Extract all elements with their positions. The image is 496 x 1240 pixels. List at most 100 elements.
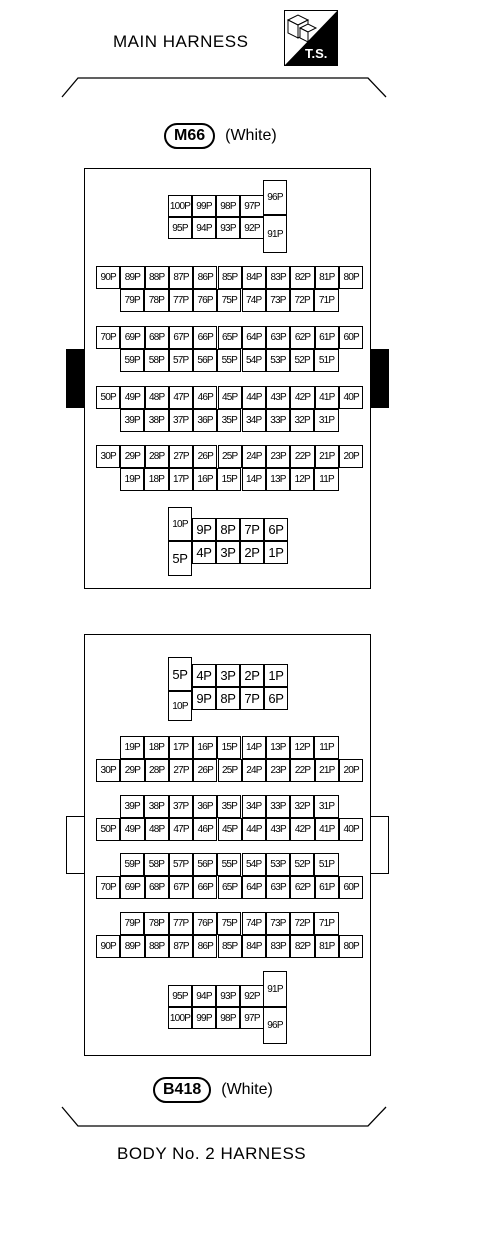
pin-cell-3p: 3P <box>216 541 240 564</box>
pin-cell-92p: 92P <box>240 217 264 239</box>
pin-cell-90p: 90P <box>96 935 121 958</box>
pin-cell-60p: 60P <box>339 326 364 349</box>
pin-cell-15p: 15P <box>217 468 242 491</box>
pin-cell-99p: 99P <box>192 1007 216 1029</box>
pin-cell-1p: 1P <box>264 541 288 564</box>
pin-cell-26p: 26P <box>193 445 218 468</box>
pin-cell-59p: 59P <box>120 349 145 372</box>
pin-cell-80p: 80P <box>339 266 364 289</box>
pin-cell-79p: 79P <box>120 289 145 312</box>
pin-cell-96p: 96P <box>263 1007 287 1044</box>
pin-cell-7p: 7P <box>240 687 264 710</box>
pin-cell-97p: 97P <box>240 195 264 217</box>
pin-cell-88p: 88P <box>144 266 169 289</box>
pin-cell-100p: 100P <box>168 1007 192 1029</box>
pin-cell-6p: 6P <box>264 518 288 541</box>
pin-cell-71p: 71P <box>314 912 339 935</box>
pin-cell-98p: 98P <box>216 195 240 217</box>
pin-cell-61p: 61P <box>314 876 339 899</box>
pin-cell-27p: 27P <box>168 445 194 468</box>
pin-cell-17p: 17P <box>168 736 193 759</box>
pin-cell-72p: 72P <box>290 289 315 312</box>
pin-cell-95p: 95P <box>168 217 192 239</box>
pin-cell-51p: 51P <box>314 853 339 876</box>
pin-cell-40p: 40P <box>339 386 364 409</box>
pin-cell-80p: 80P <box>339 935 364 958</box>
pin-cell-7p: 7P <box>240 518 264 541</box>
pin-cell-13p: 13P <box>265 468 291 491</box>
pin-cell-47p: 47P <box>168 818 194 841</box>
pin-cell-73p: 73P <box>265 912 291 935</box>
pin-cell-65p: 65P <box>217 326 242 349</box>
pin-cell-1p: 1P <box>264 664 288 687</box>
pin-cell-46p: 46P <box>193 386 218 409</box>
pin-cell-95p: 95P <box>168 985 192 1007</box>
pin-cell-9p: 9P <box>192 518 216 541</box>
pin-cell-25p: 25P <box>217 759 242 782</box>
pin-cell-48p: 48P <box>144 818 169 841</box>
pin-cell-12p: 12P <box>290 736 315 759</box>
pin-cell-14p: 14P <box>241 468 266 491</box>
pin-cell-19p: 19P <box>120 468 145 491</box>
pin-cell-42p: 42P <box>290 818 315 841</box>
pin-cell-85p: 85P <box>217 266 242 289</box>
pin-cell-44p: 44P <box>241 818 267 841</box>
pin-cell-91p: 91P <box>263 971 287 1007</box>
pin-cell-56p: 56P <box>192 349 218 372</box>
pin-cell-87p: 87P <box>168 935 194 958</box>
pin-cell-70p: 70P <box>96 326 121 349</box>
pin-cell-10p: 10P <box>168 691 192 721</box>
pin-cell-55p: 55P <box>217 349 242 372</box>
pin-cell-29p: 29P <box>120 445 145 468</box>
pin-cell-100p: 100P <box>168 195 192 217</box>
pin-cell-13p: 13P <box>265 736 291 759</box>
pin-cell-77p: 77P <box>168 912 193 935</box>
pin-cell-19p: 19P <box>120 736 145 759</box>
pin-cell-78p: 78P <box>144 289 169 312</box>
pin-cell-82p: 82P <box>290 266 315 289</box>
pin-cell-11p: 11P <box>314 736 339 759</box>
pin-cell-87p: 87P <box>168 266 194 289</box>
pin-cell-36p: 36P <box>192 409 218 432</box>
pin-cell-75p: 75P <box>217 912 242 935</box>
pin-cell-57p: 57P <box>168 853 193 876</box>
pin-cell-6p: 6P <box>264 687 288 710</box>
pin-cell-79p: 79P <box>120 912 145 935</box>
pin-cell-11p: 11P <box>314 468 339 491</box>
pin-cell-34p: 34P <box>241 795 266 818</box>
pin-cell-31p: 31P <box>314 795 339 818</box>
pin-cell-45p: 45P <box>217 386 242 409</box>
pin-cell-25p: 25P <box>217 445 242 468</box>
pin-cell-50p: 50P <box>96 818 121 841</box>
pin-cell-85p: 85P <box>217 935 242 958</box>
pin-cell-64p: 64P <box>241 326 267 349</box>
pin-cell-16p: 16P <box>192 468 218 491</box>
pin-cell-67p: 67P <box>168 326 194 349</box>
pin-cell-38p: 38P <box>144 795 169 818</box>
top-connector-label: M66 (White) <box>164 123 277 149</box>
pin-cell-31p: 31P <box>314 409 339 432</box>
pin-cell-35p: 35P <box>217 795 242 818</box>
pin-cell-69p: 69P <box>120 876 145 899</box>
pin-cell-24p: 24P <box>241 445 267 468</box>
pin-cell-45p: 45P <box>217 818 242 841</box>
pin-cell-61p: 61P <box>314 326 339 349</box>
pin-cell-72p: 72P <box>290 912 315 935</box>
pin-cell-17p: 17P <box>168 468 193 491</box>
pin-cell-75p: 75P <box>217 289 242 312</box>
pin-cell-64p: 64P <box>241 876 267 899</box>
pin-cell-70p: 70P <box>96 876 121 899</box>
pin-cell-41p: 41P <box>314 386 339 409</box>
connector-tab-left <box>66 816 85 874</box>
pin-cell-18p: 18P <box>144 736 169 759</box>
pin-cell-84p: 84P <box>241 935 267 958</box>
pin-cell-91p: 91P <box>263 215 287 253</box>
pin-cell-52p: 52P <box>290 853 315 876</box>
pin-cell-5p: 5P <box>168 541 192 576</box>
pin-cell-81p: 81P <box>314 935 339 958</box>
pin-cell-89p: 89P <box>120 935 145 958</box>
pin-cell-60p: 60P <box>339 876 364 899</box>
pin-cell-33p: 33P <box>265 795 291 818</box>
pin-cell-35p: 35P <box>217 409 242 432</box>
pin-cell-34p: 34P <box>241 409 266 432</box>
